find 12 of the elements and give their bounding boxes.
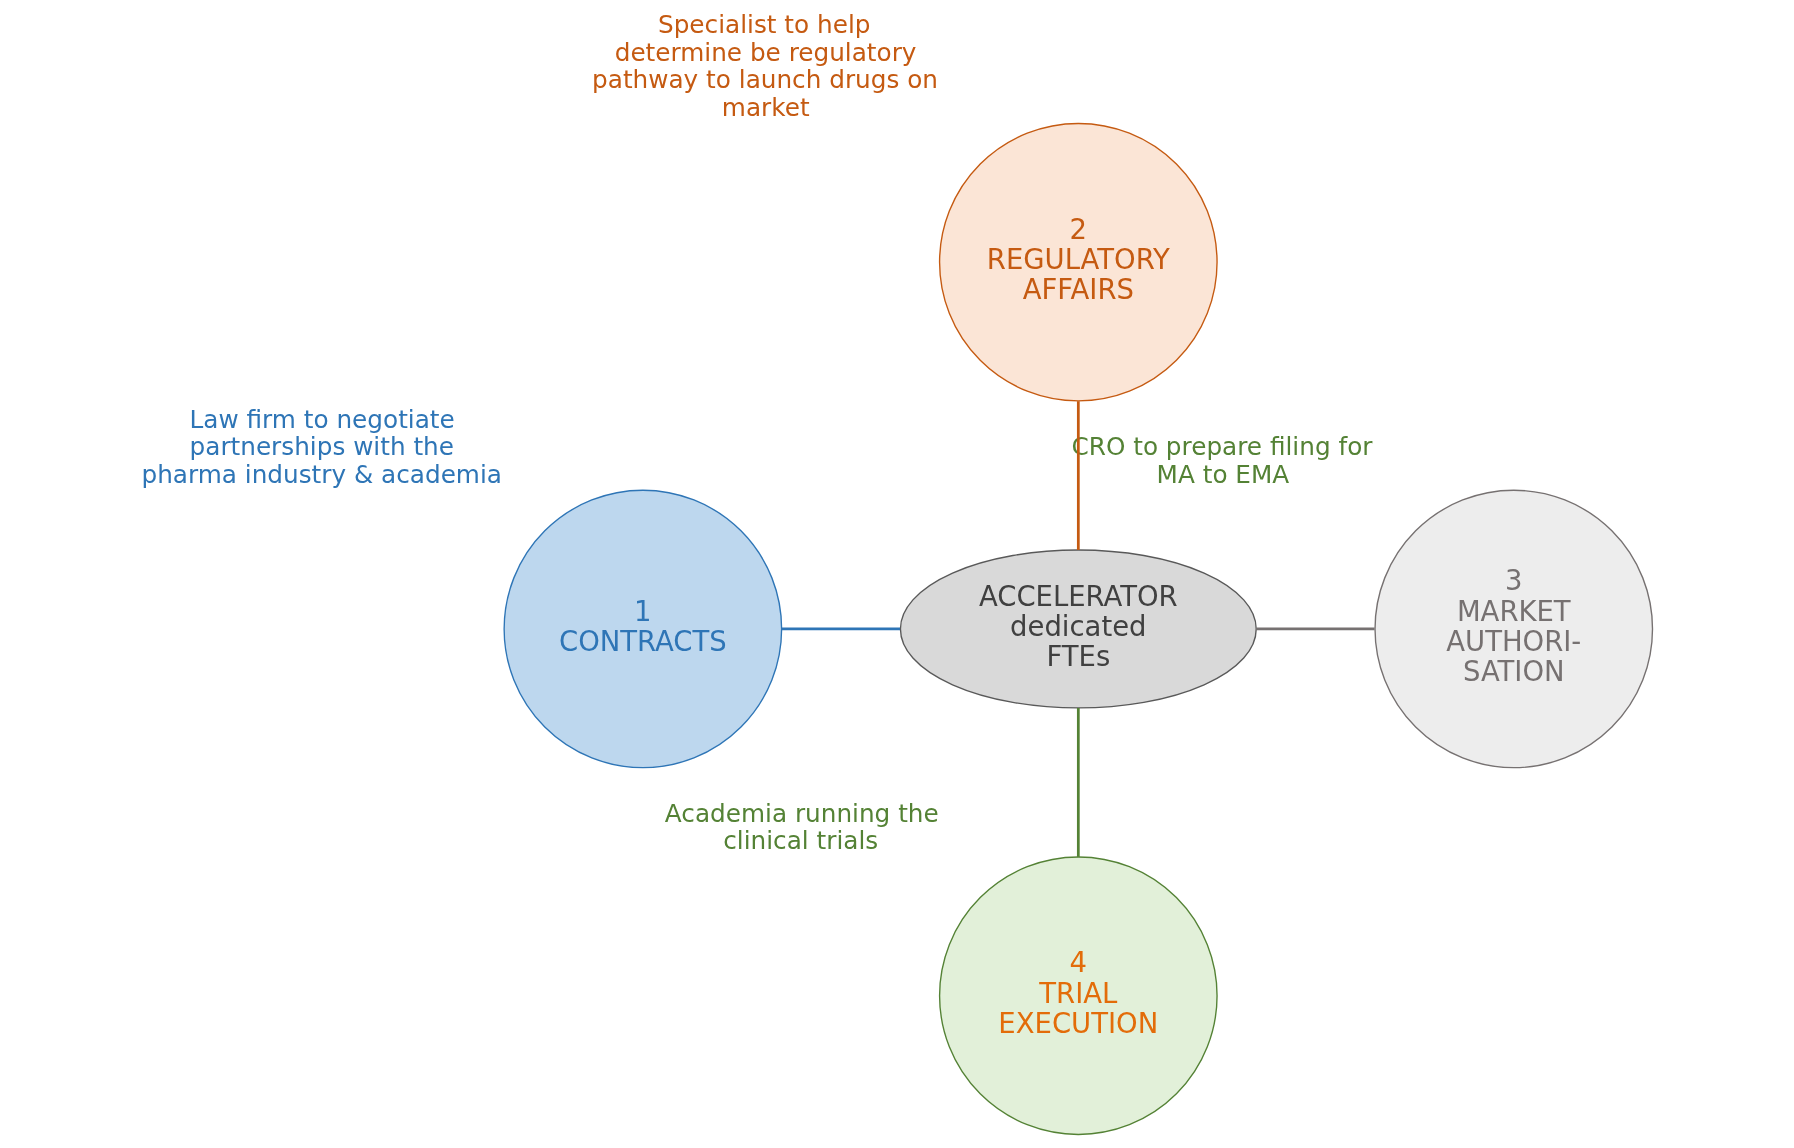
node-label: Law firm to negotiate partnerships with the pharma industry & academia <box>141 404 502 489</box>
connector <box>1076 707 1080 857</box>
connector <box>1256 627 1375 631</box>
node-circle: 2 REGULATORY AFFAIRS <box>938 122 1218 402</box>
node-circle: 1 CONTRACTS <box>503 489 783 769</box>
connector <box>1076 401 1080 550</box>
node-ellipse: ACCELERATOR dedicated FTEs <box>899 549 1257 709</box>
node-label: Specialist to help determine be regulatory pathway to launch drugs on market <box>592 10 938 122</box>
connector <box>781 627 900 631</box>
node-label: Academia running the clinical trials <box>664 798 939 856</box>
node-circle: 3 MARKET AUTHORI- SATION <box>1374 489 1654 769</box>
node-circle: 4 TRIAL EXECUTION <box>938 856 1218 1136</box>
